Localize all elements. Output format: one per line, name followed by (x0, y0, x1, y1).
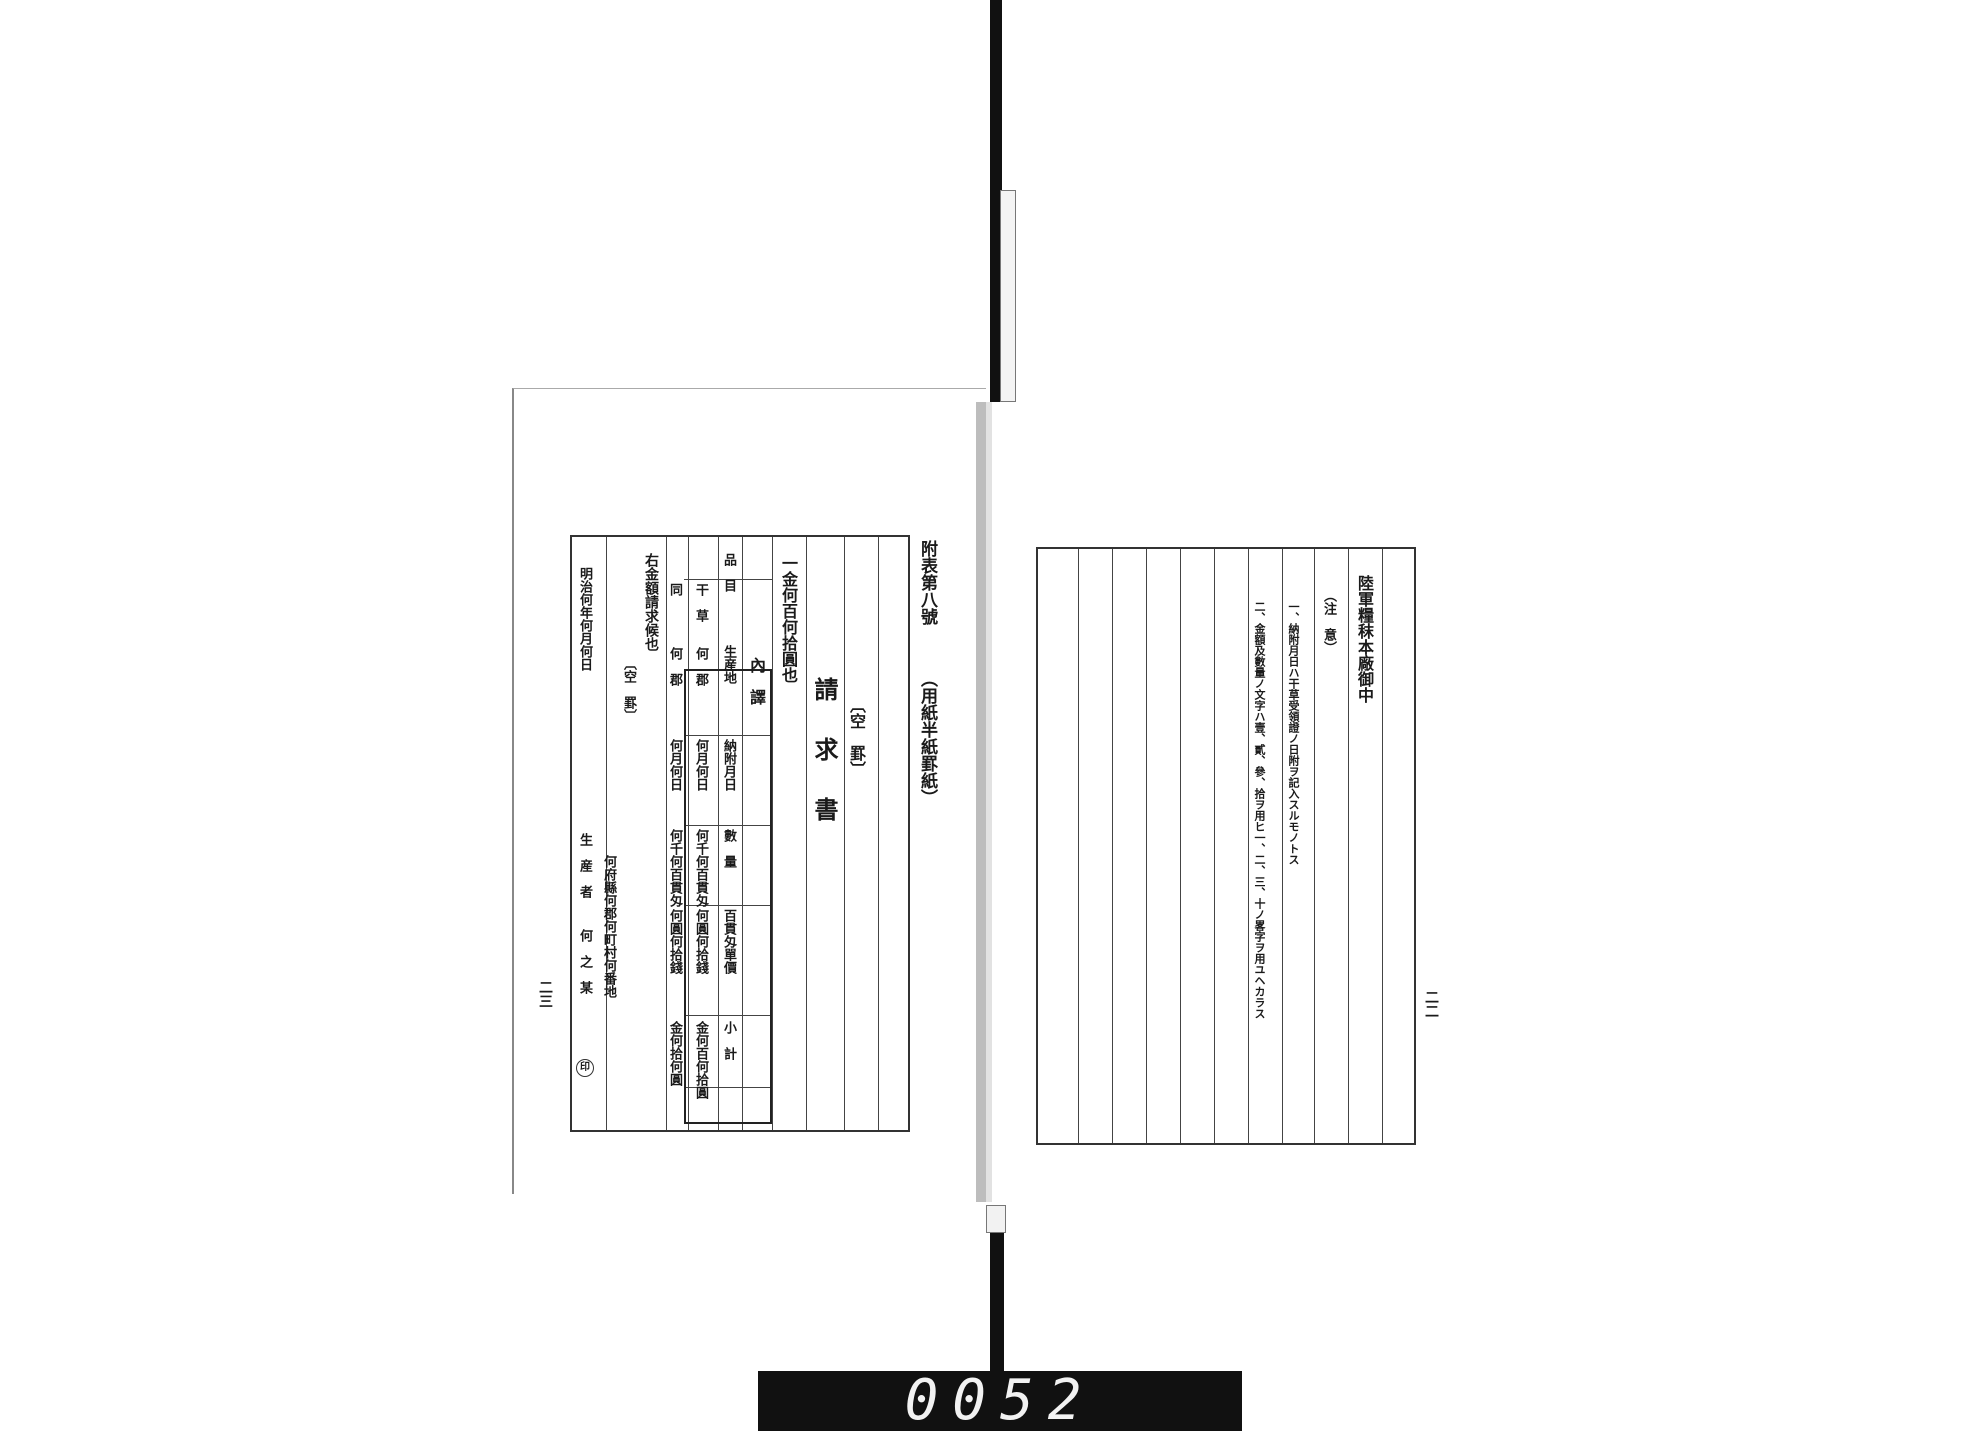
issue-date: 明治何年何月何日 (577, 567, 592, 671)
binding-spine-top (990, 0, 1002, 402)
rule (1348, 549, 1349, 1143)
row2-unit-price: 何圓何拾錢 (667, 909, 682, 974)
row2-date: 何月何日 (667, 739, 682, 791)
row2-item: 同 (667, 583, 682, 596)
producer-label: 生 産 者 (577, 833, 592, 898)
binding-paper-tab-bottom (986, 1205, 1006, 1233)
page-edge-left (976, 402, 986, 1202)
row1-quantity: 何千何百貫匁 (693, 829, 708, 907)
header-subtotal: 小 計 (721, 1021, 736, 1060)
producer-name: 何 之 某 (577, 929, 592, 994)
addressee-notes-form: 陸軍糧秣本廠御中 （注 意） 一、納附月日ハ干草受領證ノ日附ヲ記入スルモノトス … (1036, 547, 1416, 1145)
rule (1078, 549, 1079, 1143)
table-rule (684, 1087, 772, 1088)
rule (1282, 549, 1283, 1143)
rule (688, 537, 689, 1130)
binding-paper-tab (1000, 190, 1016, 402)
header-quantity: 數 量 (721, 829, 736, 868)
producer-address: 何府縣何郡何町村何番地 (601, 855, 616, 998)
paper-note: （用紙半紙罫紙） (917, 670, 937, 806)
row1-date: 何月何日 (693, 739, 708, 791)
row1-item: 干 草 (693, 583, 708, 622)
rule (772, 537, 773, 1130)
right-page-number: 二二 (1423, 990, 1439, 1018)
table-rule (684, 825, 772, 826)
rule (1146, 549, 1147, 1143)
left-page-number: 二三 (537, 980, 553, 1008)
page-edge-gutter (986, 402, 992, 1202)
header-unit-price: 百貫匁單價 (721, 909, 736, 974)
blank-ruled-mid: 〔空 罫〕 (621, 657, 636, 722)
invoice-form: 〔空 罫〕 請 求 書 一金何百何拾圓也 內 譯 品 目 生産地 納附月日 數 … (570, 535, 910, 1132)
rule (1382, 549, 1383, 1143)
notes-title: （注 意） (1321, 589, 1336, 654)
row1-subtotal: 金何百何拾圓 (693, 1021, 708, 1099)
rule (844, 537, 845, 1130)
row1-origin: 何 郡 (693, 647, 708, 686)
breakdown-label: 內 譯 (747, 657, 766, 705)
seal-stamp: 印 (576, 1059, 594, 1077)
blank-ruled-top: 〔空 罫〕 (847, 697, 866, 777)
frame-counter: 0052 (758, 1371, 1242, 1431)
addressee: 陸軍糧秣本廠御中 (1355, 575, 1374, 703)
row2-quantity: 何千何百貫匁 (667, 829, 682, 907)
header-date: 納附月日 (721, 739, 736, 791)
table-frame (684, 669, 772, 1124)
rule (878, 537, 879, 1130)
rule (742, 537, 743, 1130)
total-amount: 一金何百何拾圓也 (779, 555, 798, 683)
note-item: 一、納附月日ハ干草受領證ノ日附ヲ記入スルモノトス (1287, 601, 1300, 865)
rule (718, 537, 719, 1130)
left-page (512, 388, 986, 1194)
rule (806, 537, 807, 1130)
rule (606, 537, 607, 1130)
appendix-label: 附表第八號 (917, 540, 937, 625)
claim-statement: 右金額請求候也 (643, 553, 659, 651)
table-rule (684, 905, 772, 906)
header-origin: 生産地 (721, 645, 736, 684)
row2-subtotal: 金何拾何圓 (667, 1021, 682, 1086)
rule (1214, 549, 1215, 1143)
table-rule (684, 735, 772, 736)
header-item: 品 目 (721, 553, 736, 592)
row1-unit-price: 何圓何拾錢 (693, 909, 708, 974)
rule (1314, 549, 1315, 1143)
row2-origin: 何 郡 (667, 647, 682, 686)
table-rule (684, 579, 772, 580)
rule (666, 537, 667, 1130)
note-item: 二、金額及數量ノ文字ハ壹、貳、參、拾ヲ用ヒ一、二、三、十ノ畧字ヲ用ユヘカラス (1253, 601, 1266, 1019)
rule (1180, 549, 1181, 1143)
rule (1248, 549, 1249, 1143)
rule (1112, 549, 1113, 1143)
table-rule (684, 1015, 772, 1016)
form-title: 請 求 書 (810, 677, 839, 827)
